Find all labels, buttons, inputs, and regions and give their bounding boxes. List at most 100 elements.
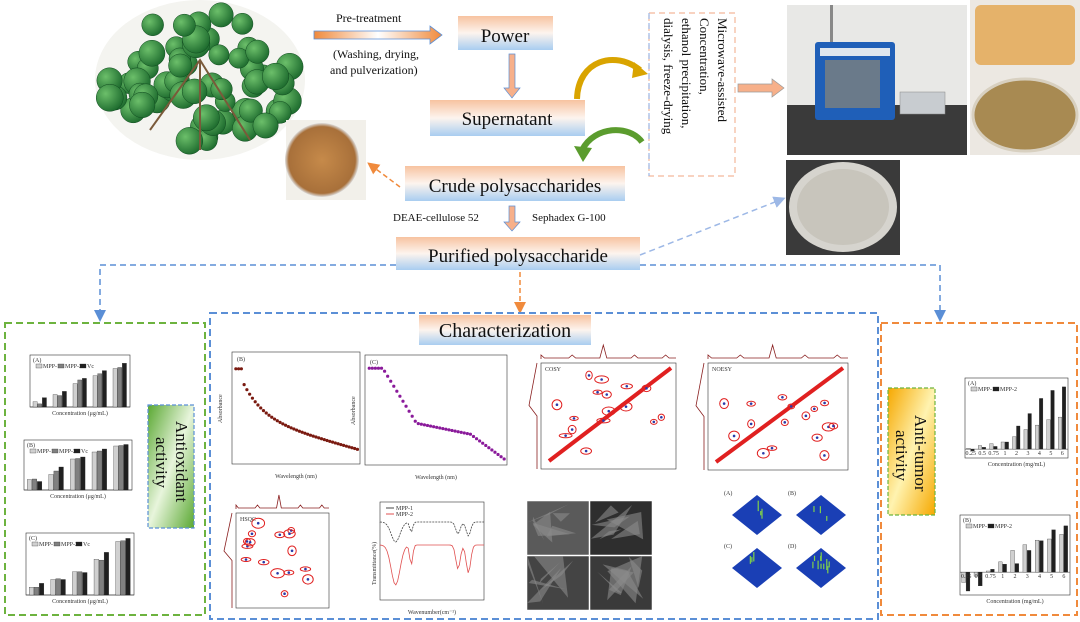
- bar: [72, 383, 78, 408]
- cross-peak: [240, 557, 252, 563]
- bar: [125, 538, 131, 596]
- particle: [528, 579, 566, 590]
- legend-label: MPP-1: [39, 542, 56, 548]
- pretreatment-detail-1: (Washing, drying,: [333, 47, 419, 61]
- tick-label: 6: [1061, 451, 1064, 457]
- berry-icon: [138, 39, 166, 67]
- peak-marker: [600, 378, 603, 381]
- bar: [986, 570, 991, 573]
- crude-box: [405, 166, 625, 201]
- peak-marker: [250, 532, 254, 536]
- antioxidant-label-2: activity: [152, 437, 171, 488]
- legend-swatch: [31, 541, 39, 547]
- data-point: [410, 414, 414, 418]
- projection-left: [223, 512, 233, 608]
- panel-label: (B): [788, 490, 796, 497]
- bar: [1050, 390, 1055, 450]
- bar: [1039, 398, 1044, 450]
- bar: [122, 363, 127, 408]
- legend-label: MPP-2: [61, 542, 78, 548]
- chart-frame: [364, 354, 508, 466]
- cross-peak: [257, 558, 270, 566]
- data-point: [234, 367, 238, 371]
- purified-label: Purified polysaccharide: [428, 246, 608, 267]
- berry-icon: [173, 13, 196, 37]
- peak-marker: [645, 387, 648, 390]
- bar: [48, 474, 54, 491]
- tick-label: 0.25: [961, 574, 972, 580]
- bar: [53, 470, 59, 491]
- panel-label: (B): [237, 356, 245, 363]
- particle: [527, 557, 544, 604]
- bar: [1027, 550, 1032, 573]
- data-point: [428, 424, 433, 428]
- tick-label: 0.75: [985, 574, 996, 580]
- supernatant-label: Supernatant: [462, 109, 553, 130]
- process-step-3: dialysis, freeze-drying: [661, 18, 676, 135]
- panel-label: (B): [27, 442, 35, 449]
- data-point: [311, 434, 315, 438]
- bar: [115, 541, 121, 596]
- tick-label: 1: [1004, 451, 1007, 457]
- data-point: [386, 374, 390, 378]
- peak-marker: [587, 374, 591, 377]
- data-point: [370, 366, 374, 370]
- bar: [82, 572, 88, 596]
- legend-label: Vc: [83, 542, 90, 548]
- cross-peak: [777, 394, 788, 401]
- power-box: [458, 16, 553, 50]
- cross-peak: [620, 383, 633, 390]
- peak-marker: [564, 434, 567, 437]
- particle: [611, 520, 640, 539]
- data-point: [330, 440, 335, 444]
- cross-peak: [810, 405, 819, 412]
- bar: [120, 540, 126, 596]
- bar: [39, 583, 45, 596]
- bar: [57, 395, 62, 408]
- tick-label: 4: [1038, 451, 1041, 457]
- particle: [527, 504, 569, 523]
- data-point: [239, 367, 243, 371]
- cross-peak: [247, 530, 257, 538]
- chart-frame: [235, 512, 330, 609]
- bar: [1039, 540, 1044, 573]
- data-point: [344, 444, 348, 448]
- peak-marker: [607, 409, 611, 413]
- bar: [50, 579, 56, 596]
- tick-label: 5: [1050, 574, 1053, 580]
- antitumor-label-2: activity: [892, 430, 911, 481]
- projection-left: [695, 362, 705, 470]
- data-point: [319, 437, 324, 441]
- peak-marker: [804, 414, 808, 418]
- cross-peak: [747, 419, 756, 429]
- cross-peak: [567, 424, 577, 435]
- particle: [532, 522, 570, 536]
- bar: [42, 397, 47, 408]
- data-point: [419, 422, 423, 426]
- data-point: [350, 446, 354, 450]
- data-point: [248, 392, 252, 396]
- panel-label: (C): [370, 359, 378, 366]
- nmr-title: HSQC: [240, 517, 256, 523]
- cross-peak: [641, 384, 652, 393]
- data-point: [413, 419, 417, 423]
- data-point: [259, 406, 263, 410]
- peak-marker: [262, 560, 266, 564]
- power-label: Power: [481, 26, 530, 47]
- cross-peak: [819, 450, 830, 461]
- panel-label: (C): [29, 535, 37, 542]
- nmr-title: COSY: [545, 367, 562, 373]
- bar: [102, 370, 107, 408]
- cross-peak: [580, 447, 593, 455]
- tick-label: 3: [1026, 574, 1029, 580]
- data-point: [278, 420, 282, 424]
- panel-label: (A): [33, 357, 41, 364]
- data-point: [379, 366, 384, 370]
- sem-image: [589, 500, 653, 556]
- data-point: [342, 443, 346, 447]
- legend-label: MPP-2: [396, 512, 413, 518]
- bar: [117, 367, 122, 408]
- cross-peak: [558, 433, 573, 439]
- bar: [72, 571, 78, 596]
